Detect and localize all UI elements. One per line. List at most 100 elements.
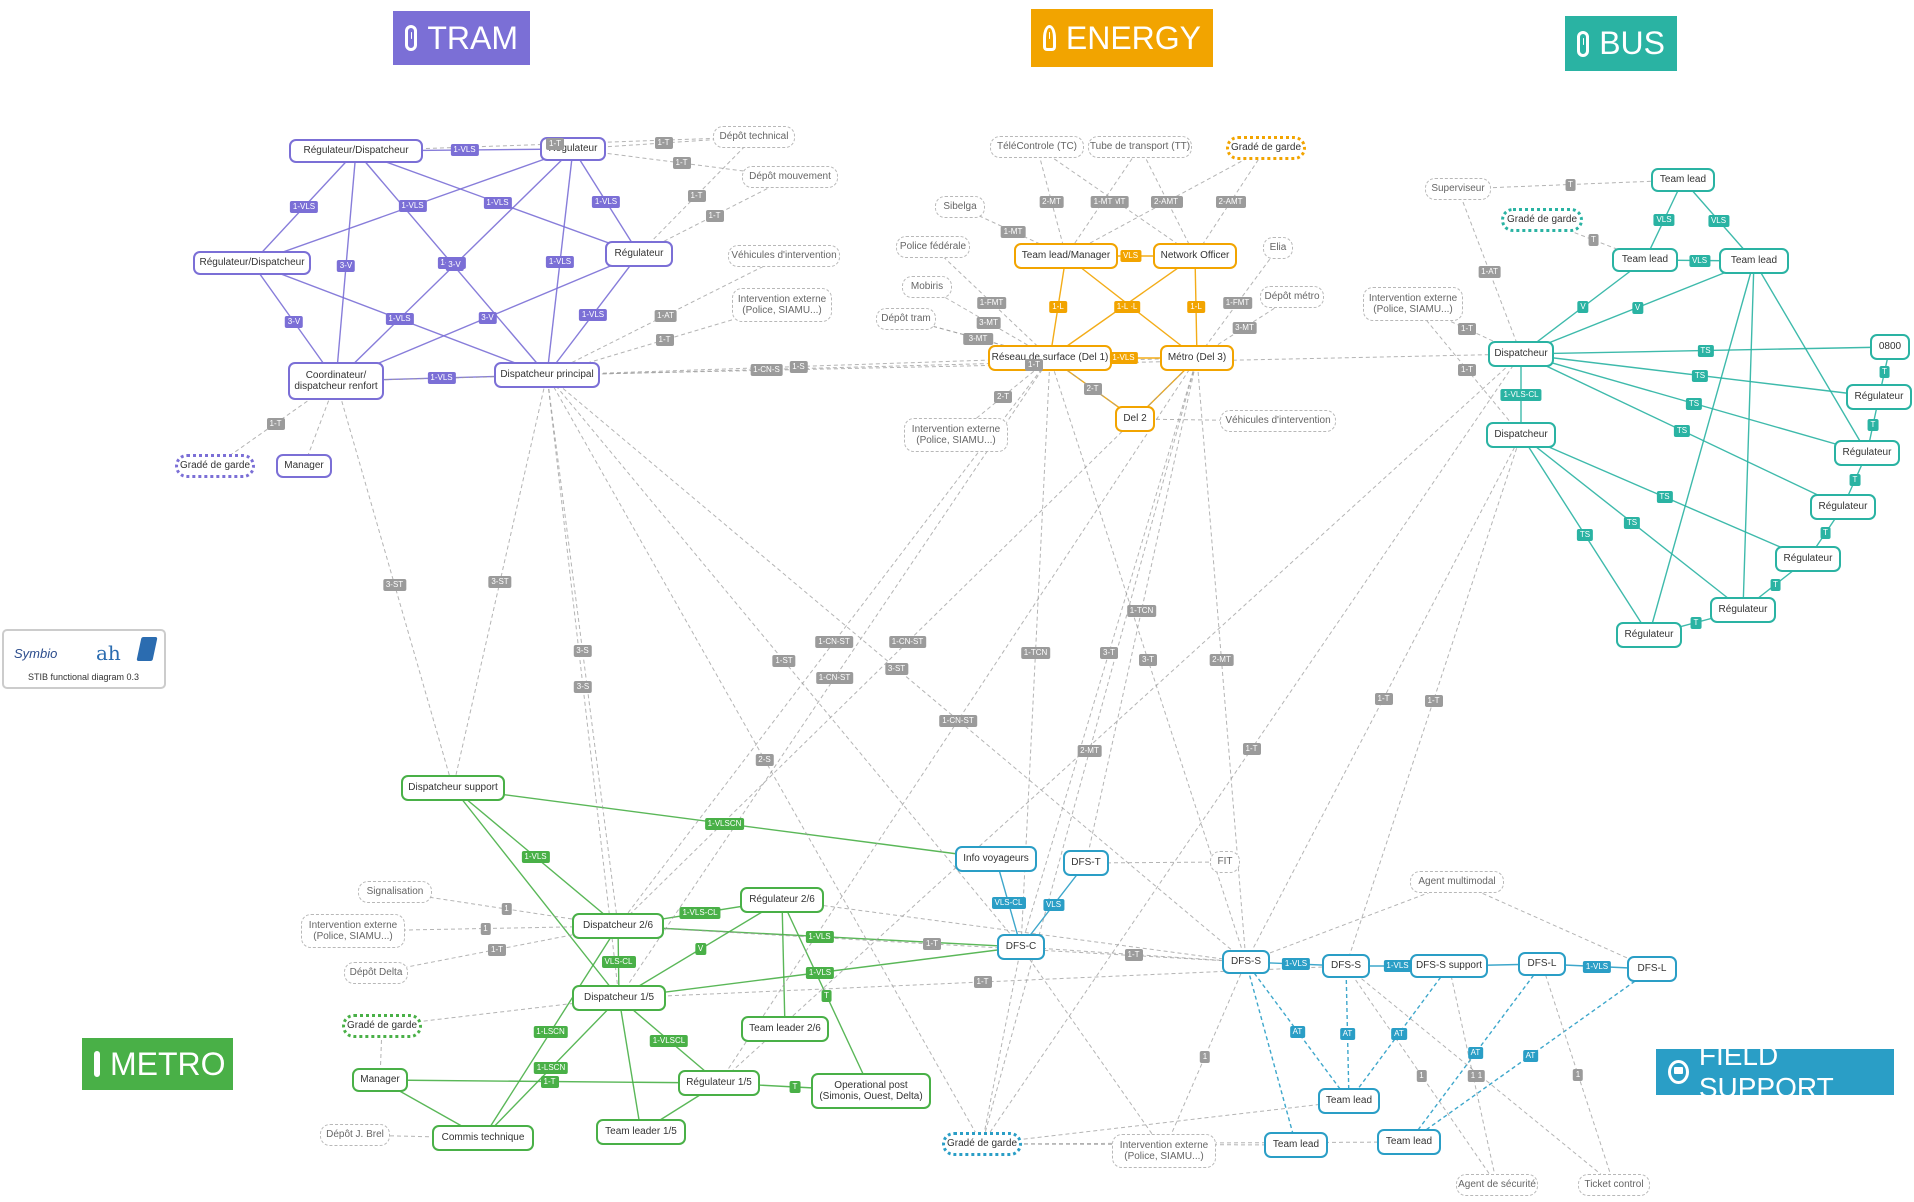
node-x-delta[interactable]: Dépôt Delta bbox=[344, 962, 408, 984]
node-m-ct[interactable]: Commis technique bbox=[432, 1125, 534, 1151]
node-x-dtram[interactable]: Dépôt tram bbox=[876, 308, 936, 330]
node-label: Intervention externe (Police, SIAMU...) bbox=[911, 423, 1001, 447]
node-b-r1[interactable]: Régulateur bbox=[1846, 384, 1912, 410]
node-e-tlm[interactable]: Team lead/Manager bbox=[1014, 243, 1118, 269]
node-b-r6[interactable]: Régulateur bbox=[1616, 622, 1682, 648]
node-x-sup[interactable]: Superviseur bbox=[1425, 178, 1491, 200]
node-b-r5[interactable]: Régulateur bbox=[1710, 597, 1776, 623]
edge-label: 1 bbox=[1467, 1069, 1479, 1082]
node-x-iext4[interactable]: Intervention externe (Police, SIAMU...) bbox=[301, 914, 405, 948]
edge-f-dfsc-x-iext5 bbox=[1020, 946, 1165, 1152]
node-f-tl2[interactable]: Team lead bbox=[1264, 1132, 1328, 1158]
edge-label: 1-T bbox=[1124, 948, 1143, 961]
node-m-ds[interactable]: Dispatcheur support bbox=[401, 775, 505, 801]
node-f-dfssup[interactable]: DFS-S support bbox=[1410, 954, 1488, 978]
node-x-dtech[interactable]: Dépôt technical bbox=[713, 126, 795, 148]
edge-x-elia-e-del3 bbox=[1196, 247, 1279, 359]
node-t-dp[interactable]: Dispatcheur principal bbox=[494, 362, 600, 388]
node-t-reg2[interactable]: Régulateur bbox=[605, 241, 673, 267]
node-x-iext2[interactable]: Intervention externe (Police, SIAMU...) bbox=[904, 418, 1008, 452]
node-m-r26[interactable]: Régulateur 2/6 bbox=[740, 887, 824, 913]
node-e-del2[interactable]: Del 2 bbox=[1115, 406, 1155, 432]
node-f-garde[interactable]: Gradé de garde bbox=[942, 1132, 1022, 1156]
edge-label: T bbox=[1820, 527, 1831, 539]
edge-label: 2-MT bbox=[1077, 745, 1102, 757]
node-label: Métro (Del 3) bbox=[1167, 352, 1227, 364]
node-b-tl2[interactable]: Team lead bbox=[1612, 248, 1678, 272]
node-t-rd1[interactable]: Régulateur/Dispatcheur bbox=[289, 139, 423, 163]
edge-f-dfsl1-f-tl3 bbox=[1408, 963, 1543, 1143]
edge-m-d15-f-dfss2 bbox=[618, 965, 1347, 999]
node-f-tl1[interactable]: Team lead bbox=[1318, 1088, 1380, 1114]
node-f-dfsl1[interactable]: DFS-L bbox=[1518, 952, 1566, 976]
node-label: Régulateur 1/5 bbox=[686, 1077, 752, 1089]
node-b-d2[interactable]: Dispatcheur bbox=[1486, 422, 1556, 448]
edge-label: 1-VLS bbox=[805, 966, 835, 979]
node-m-d26[interactable]: Dispatcheur 2/6 bbox=[572, 913, 664, 939]
node-x-tc[interactable]: TéléControle (TC) bbox=[990, 136, 1084, 158]
node-f-dfst[interactable]: DFS-T bbox=[1063, 850, 1109, 876]
node-m-tl26[interactable]: Team leader 2/6 bbox=[741, 1016, 829, 1042]
edge-label: 1-CN-ST bbox=[815, 636, 853, 648]
node-x-iext3[interactable]: Intervention externe (Police, SIAMU...) bbox=[1363, 287, 1463, 321]
node-b-r3[interactable]: Régulateur bbox=[1810, 494, 1876, 520]
node-x-fit[interactable]: FIT bbox=[1210, 851, 1240, 873]
node-t-mgr[interactable]: Manager bbox=[276, 454, 332, 478]
node-x-dmouv[interactable]: Dépôt mouvement bbox=[742, 166, 838, 188]
node-x-dmetro[interactable]: Dépôt métro bbox=[1260, 286, 1324, 308]
node-b-tl1[interactable]: Team lead bbox=[1651, 168, 1715, 192]
logo-panel: Symbio ah STIB functional diagram 0.3 bbox=[2, 629, 166, 689]
node-x-vint1[interactable]: Véhicules d'intervention bbox=[728, 245, 840, 267]
node-x-iext1[interactable]: Intervention externe (Police, SIAMU...) bbox=[732, 288, 832, 322]
node-label: Régulateur 2/6 bbox=[749, 894, 815, 906]
node-x-am[interactable]: Agent multimodal bbox=[1410, 871, 1504, 893]
node-m-mgr[interactable]: Manager bbox=[352, 1068, 408, 1092]
node-m-r15[interactable]: Régulateur 1/5 bbox=[678, 1070, 760, 1096]
node-label: Agent de sécurité bbox=[1458, 1179, 1536, 1191]
node-label: Manager bbox=[284, 460, 324, 472]
node-x-tt[interactable]: Tube de transport (TT) bbox=[1088, 136, 1192, 158]
node-f-dfss1[interactable]: DFS-S bbox=[1222, 950, 1270, 974]
node-m-d15[interactable]: Dispatcheur 1/5 bbox=[572, 985, 666, 1011]
node-b-garde[interactable]: Gradé de garde bbox=[1501, 208, 1583, 232]
node-x-pol[interactable]: Police fédérale bbox=[896, 236, 970, 258]
node-e-del1[interactable]: Réseau de surface (Del 1) bbox=[988, 345, 1112, 371]
node-f-iv[interactable]: Info voyageurs bbox=[955, 846, 1037, 872]
edge-label: 1-LSCN bbox=[533, 1062, 569, 1074]
node-m-op[interactable]: Operational post (Simonis, Ouest, Delta) bbox=[811, 1073, 931, 1109]
edge-label: 2-AMT bbox=[1215, 196, 1246, 208]
node-x-elia[interactable]: Elia bbox=[1263, 237, 1293, 259]
node-x-tctl[interactable]: Ticket control bbox=[1578, 1174, 1650, 1196]
node-label: Régulateur bbox=[1783, 553, 1833, 565]
node-label: Team lead bbox=[1325, 1095, 1373, 1107]
node-b-d1[interactable]: Dispatcheur bbox=[1488, 341, 1554, 367]
edge-label: AT bbox=[1522, 1049, 1539, 1062]
node-x-vint2[interactable]: Véhicules d'intervention bbox=[1220, 410, 1336, 432]
node-x-as[interactable]: Agent de sécurité bbox=[1456, 1174, 1538, 1196]
node-f-dfss2[interactable]: DFS-S bbox=[1322, 954, 1370, 978]
node-t-rd2[interactable]: Régulateur/Dispatcheur bbox=[193, 251, 311, 275]
node-m-garde[interactable]: Gradé de garde bbox=[342, 1014, 422, 1038]
node-b-r2[interactable]: Régulateur bbox=[1834, 440, 1900, 466]
node-f-tl3[interactable]: Team lead bbox=[1377, 1129, 1441, 1155]
node-label: Régulateur bbox=[614, 248, 664, 260]
node-b-tl3[interactable]: Team lead bbox=[1719, 248, 1789, 274]
edge-label: T bbox=[1879, 366, 1890, 378]
node-x-sig[interactable]: Signalisation bbox=[358, 881, 432, 903]
node-e-no[interactable]: Network Officer bbox=[1153, 243, 1237, 269]
node-x-mob[interactable]: Mobiris bbox=[902, 276, 952, 298]
node-m-tl15[interactable]: Team leader 1/5 bbox=[596, 1119, 686, 1145]
node-f-dfsl2[interactable]: DFS-L bbox=[1627, 956, 1677, 982]
node-t-coord[interactable]: Coordinateur/ dispatcheur renfort bbox=[288, 362, 384, 400]
node-f-dfsc[interactable]: DFS-C bbox=[997, 934, 1045, 960]
node-t-garde[interactable]: Gradé de garde bbox=[175, 454, 255, 478]
node-x-brel[interactable]: Dépôt J. Brel bbox=[320, 1124, 390, 1146]
node-b-r4[interactable]: Régulateur bbox=[1775, 546, 1841, 572]
node-x-iext5[interactable]: Intervention externe (Police, SIAMU...) bbox=[1112, 1134, 1216, 1168]
node-x-sib[interactable]: Sibelga bbox=[935, 196, 985, 218]
node-b-0800[interactable]: 0800 bbox=[1870, 334, 1910, 360]
node-e-garde[interactable]: Gradé de garde bbox=[1226, 136, 1306, 160]
node-e-del3[interactable]: Métro (Del 3) bbox=[1160, 345, 1234, 371]
edge-label: 3-MT bbox=[976, 316, 1001, 329]
